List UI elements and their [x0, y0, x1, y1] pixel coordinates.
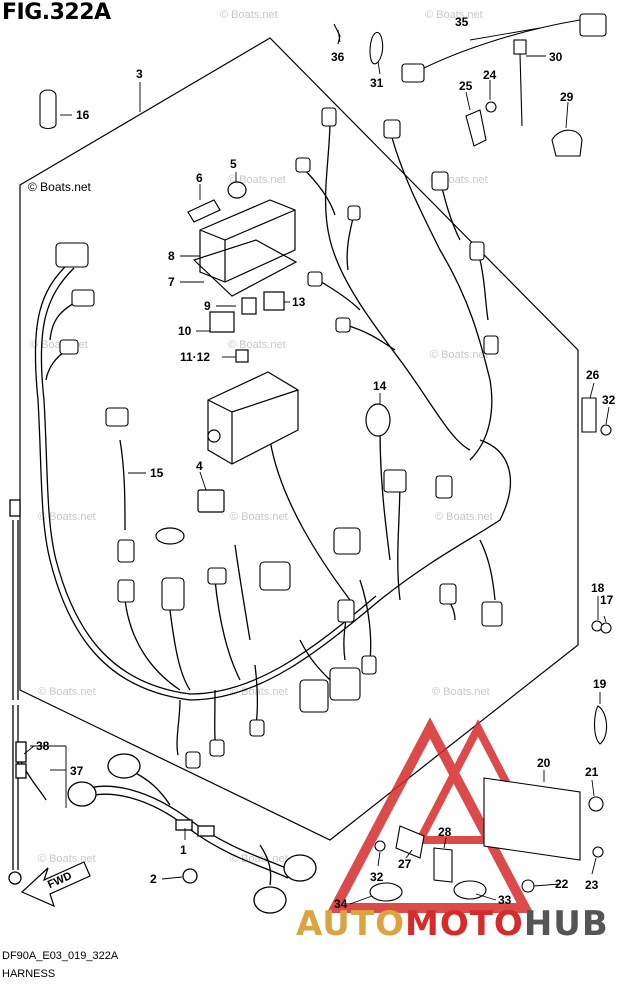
figure-title: FIG.322A — [2, 0, 111, 25]
connector — [71, 289, 95, 307]
callout-37: 37 — [70, 764, 84, 778]
connector — [185, 751, 201, 769]
brand-part-3: HUB — [523, 904, 609, 944]
callout-25: 25 — [459, 79, 473, 93]
connector — [469, 241, 485, 261]
watermark-text: © Boats.net — [230, 686, 288, 698]
watermark-text: © Boats.net — [38, 853, 96, 865]
connector — [105, 407, 129, 427]
connector — [209, 739, 225, 757]
leader-lines — [23, 27, 610, 905]
connector — [335, 317, 351, 333]
connector — [439, 583, 457, 605]
diagram-code: DF90A_E03_019_322A — [2, 950, 119, 962]
callout-29: 29 — [560, 90, 574, 104]
watermark-text: © Boats.net — [28, 180, 92, 194]
watermark-text: © Boats.net — [425, 9, 483, 21]
watermark-text: © Boats.net — [435, 511, 493, 523]
connector — [249, 719, 265, 737]
connector — [383, 469, 407, 493]
watermark-text: © Boats.net — [30, 339, 88, 351]
connector — [333, 527, 361, 555]
connector — [55, 242, 89, 268]
main-harness — [34, 119, 512, 756]
callout-8: 8 — [168, 249, 175, 263]
sub-harness — [8, 499, 317, 914]
callout-32-upper: 32 — [602, 393, 616, 407]
callout-9: 9 — [204, 299, 211, 313]
callout-32-lower: 32 — [370, 870, 384, 884]
callout-27: 27 — [398, 857, 412, 871]
connector — [361, 655, 377, 675]
connector — [483, 335, 499, 355]
callout-1: 1 — [180, 843, 187, 857]
callout-6: 6 — [196, 171, 203, 185]
connector — [321, 107, 337, 127]
callout-28: 28 — [438, 825, 452, 839]
watermark-text: © Boats.net — [228, 339, 286, 351]
callout-31: 31 — [370, 76, 384, 90]
callout-11-12: 11·12 — [180, 350, 210, 364]
callout-30: 30 — [549, 50, 563, 64]
watermark-text: © Boats.net — [430, 349, 488, 361]
callout-10: 10 — [178, 324, 192, 338]
connector — [329, 667, 361, 701]
callout-5: 5 — [230, 157, 237, 171]
callout-14: 14 — [373, 379, 387, 393]
connector — [295, 157, 311, 173]
brand-part-2: MOTO — [404, 904, 524, 944]
connector — [347, 205, 361, 221]
connector — [207, 567, 227, 585]
connector — [59, 339, 79, 355]
callout-38: 38 — [36, 739, 50, 753]
callout-36: 36 — [331, 50, 345, 64]
callout-19: 19 — [593, 677, 607, 691]
callout-35: 35 — [455, 15, 469, 29]
callout-22: 22 — [555, 877, 569, 891]
connector — [337, 599, 355, 623]
connector — [161, 577, 185, 611]
callout-labels: 1 2 3 4 5 6 7 8 9 10 11·12 13 14 15 16 1… — [36, 15, 616, 911]
connector — [431, 171, 449, 191]
connector — [117, 539, 135, 563]
callout-4: 4 — [196, 459, 203, 473]
watermark-text: © Boats.net — [220, 9, 278, 21]
callout-23: 23 — [585, 878, 599, 892]
callout-16: 16 — [76, 108, 90, 122]
connectors — [55, 107, 503, 769]
callout-20: 20 — [537, 756, 551, 770]
connector — [259, 561, 291, 591]
callout-7: 7 — [168, 275, 175, 289]
callout-34: 34 — [334, 897, 348, 911]
watermark-text: © Boats.net — [38, 686, 96, 698]
callout-13: 13 — [292, 295, 306, 309]
callout-15: 15 — [150, 466, 164, 480]
callout-2: 2 — [150, 872, 157, 886]
connector — [481, 601, 503, 627]
automotohub-wordmark: AUTOMOTOHUB — [296, 904, 609, 944]
callout-26: 26 — [586, 368, 600, 382]
watermark-text: © Boats.net — [230, 853, 288, 865]
connector — [299, 679, 329, 713]
watermark-text: © Boats.net — [230, 511, 288, 523]
callout-21: 21 — [585, 765, 599, 779]
connector — [117, 579, 135, 603]
fuse-box-assembly — [155, 181, 391, 545]
connector — [383, 119, 401, 139]
callout-3: 3 — [136, 67, 143, 81]
callout-24: 24 — [483, 68, 497, 82]
watermark-text: © Boats.net — [38, 511, 96, 523]
hardware-parts — [39, 13, 612, 902]
assembly-panel — [19, 37, 579, 841]
connector — [435, 475, 453, 499]
connector — [307, 271, 323, 287]
callout-18: 18 — [591, 581, 605, 595]
diagram-name: HARNESS — [2, 968, 56, 980]
brand-part-1: AUTO — [296, 904, 405, 944]
callout-17: 17 — [600, 593, 614, 607]
fwd-arrow-icon: FWD — [20, 861, 91, 908]
watermark-text: © Boats.net — [432, 686, 490, 698]
callout-33: 33 — [498, 893, 512, 907]
